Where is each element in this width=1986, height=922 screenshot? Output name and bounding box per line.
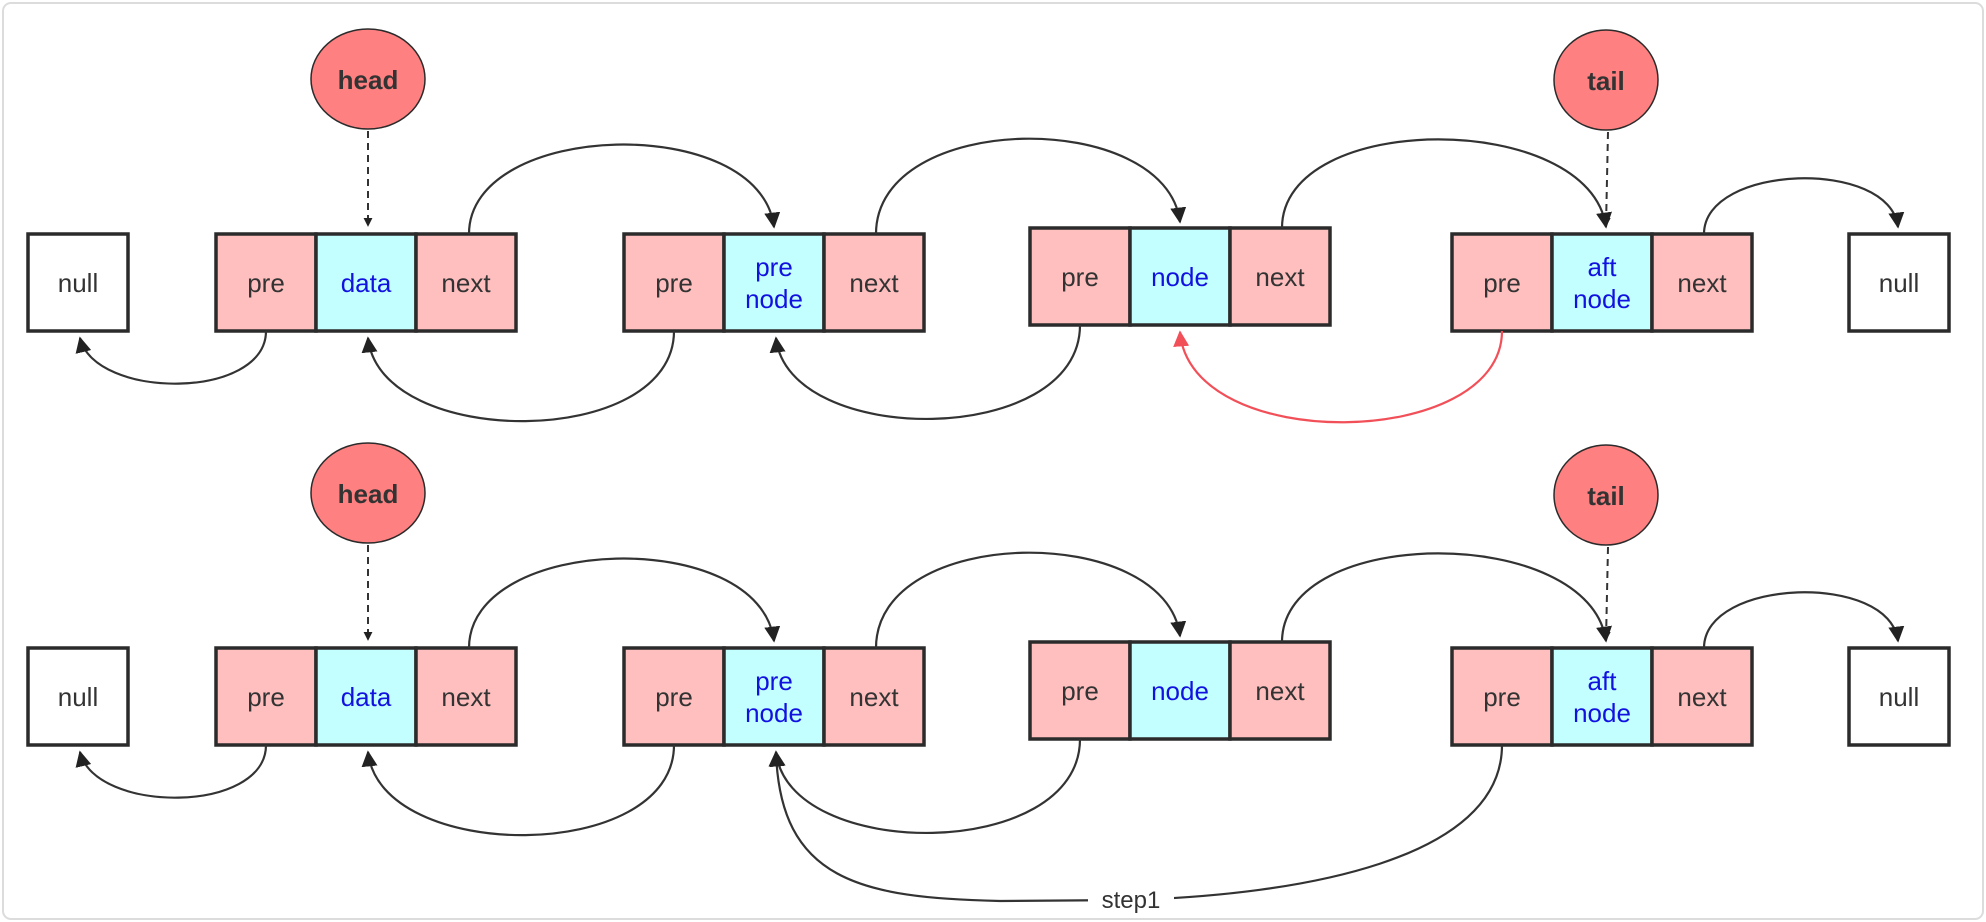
null-label: null bbox=[1879, 682, 1919, 712]
node-data: pre data next bbox=[214, 646, 518, 747]
row-2: head tail null pre data next pre pre nod… bbox=[26, 442, 1951, 916]
tail-pointer: tail bbox=[1553, 29, 1659, 131]
pre-cell bbox=[214, 646, 318, 747]
pre-node-label-2: node bbox=[745, 698, 803, 728]
next-label: next bbox=[849, 682, 899, 712]
node-aft-node: pre aft node next bbox=[1450, 232, 1754, 333]
pre-label: pre bbox=[1483, 682, 1521, 712]
node-label: node bbox=[1151, 262, 1209, 292]
aft-node-label-2: node bbox=[1573, 698, 1631, 728]
head-label: head bbox=[338, 479, 399, 509]
next-label: next bbox=[1255, 262, 1305, 292]
node-aft-node: pre aft node next bbox=[1450, 646, 1754, 747]
pre-label: pre bbox=[1061, 676, 1099, 706]
next-link-arrow bbox=[874, 551, 1187, 649]
pre-link-arrow bbox=[361, 744, 676, 837]
pre-node-label-1: pre bbox=[755, 666, 793, 696]
pre-label: pre bbox=[1061, 262, 1099, 292]
pre-cell bbox=[622, 232, 726, 333]
next-link-arrow bbox=[1280, 138, 1612, 229]
step1-label-bg bbox=[1088, 884, 1174, 916]
null-box-right: null bbox=[1847, 232, 1951, 333]
next-link-arrow bbox=[1702, 591, 1905, 649]
pre-cell bbox=[214, 232, 318, 333]
data-label: data bbox=[341, 268, 392, 298]
next-cell bbox=[822, 232, 926, 333]
value-cell bbox=[1550, 646, 1654, 747]
null-label: null bbox=[1879, 268, 1919, 298]
node-node: pre node next bbox=[1028, 640, 1332, 741]
node-label: node bbox=[1151, 676, 1209, 706]
step1-link-right bbox=[999, 744, 1504, 903]
next-cell bbox=[1228, 640, 1332, 741]
value-cell bbox=[1128, 640, 1232, 741]
aft-node-label-1: aft bbox=[1588, 666, 1618, 696]
value-cell bbox=[722, 232, 826, 333]
next-label: next bbox=[1677, 268, 1727, 298]
tail-label: tail bbox=[1587, 481, 1625, 511]
node-pre-node: pre pre node next bbox=[622, 646, 926, 747]
next-cell bbox=[414, 646, 518, 747]
null-box-right: null bbox=[1847, 646, 1951, 747]
null-label: null bbox=[58, 682, 98, 712]
next-cell bbox=[1228, 226, 1332, 327]
tail-circle bbox=[1553, 444, 1659, 546]
pre-label: pre bbox=[247, 268, 285, 298]
pre-link-arrow bbox=[361, 330, 676, 423]
value-cell bbox=[1550, 232, 1654, 333]
data-label: data bbox=[341, 682, 392, 712]
node-node: pre node next bbox=[1028, 226, 1332, 327]
pre-cell bbox=[1028, 226, 1132, 327]
next-label: next bbox=[1677, 682, 1727, 712]
pre-label: pre bbox=[655, 268, 693, 298]
next-cell bbox=[822, 646, 926, 747]
pre-label: pre bbox=[247, 682, 285, 712]
tail-circle bbox=[1553, 29, 1659, 131]
next-link-arrow bbox=[874, 137, 1187, 235]
next-cell bbox=[1650, 232, 1754, 333]
highlighted-pre-link-arrow bbox=[1173, 330, 1504, 424]
value-cell bbox=[722, 646, 826, 747]
next-link-arrow bbox=[1280, 552, 1612, 643]
next-label: next bbox=[849, 268, 899, 298]
pre-link-arrow bbox=[769, 324, 1082, 421]
head-circle bbox=[310, 28, 426, 130]
pre-node-label-2: node bbox=[745, 284, 803, 314]
next-link-arrow bbox=[1702, 177, 1905, 235]
next-cell bbox=[414, 232, 518, 333]
tail-pointer: tail bbox=[1553, 444, 1659, 546]
next-label: next bbox=[1255, 676, 1305, 706]
node-data: pre data next bbox=[214, 232, 518, 333]
next-cell bbox=[1650, 646, 1754, 747]
null-label: null bbox=[58, 268, 98, 298]
next-label: next bbox=[441, 268, 491, 298]
pre-link-arrow bbox=[75, 330, 268, 385]
pre-label: pre bbox=[1483, 268, 1521, 298]
step1-label: step1 bbox=[1102, 887, 1161, 914]
aft-node-label-1: aft bbox=[1588, 252, 1618, 282]
next-label: next bbox=[441, 682, 491, 712]
pre-node-label-1: pre bbox=[755, 252, 793, 282]
null-box-left: null bbox=[26, 232, 130, 333]
null-box-left: null bbox=[26, 646, 130, 747]
row-1: head tail null pre data next pre pre bbox=[26, 28, 1951, 424]
aft-node-label-2: node bbox=[1573, 284, 1631, 314]
head-pointer: head bbox=[310, 442, 426, 544]
tail-label: tail bbox=[1587, 66, 1625, 96]
step1-link-left bbox=[768, 750, 1001, 903]
head-label: head bbox=[338, 65, 399, 95]
tail-dashed-arrow bbox=[1601, 546, 1611, 641]
head-pointer: head bbox=[310, 28, 426, 130]
pre-link-arrow bbox=[769, 738, 1082, 835]
next-link-arrow bbox=[467, 143, 781, 235]
head-circle bbox=[310, 442, 426, 544]
next-link-arrow bbox=[467, 557, 781, 649]
pre-label: pre bbox=[655, 682, 693, 712]
tail-dashed-arrow bbox=[1601, 131, 1611, 227]
pre-link-arrow bbox=[75, 744, 268, 799]
node-pre-node: pre pre node next bbox=[622, 232, 926, 333]
